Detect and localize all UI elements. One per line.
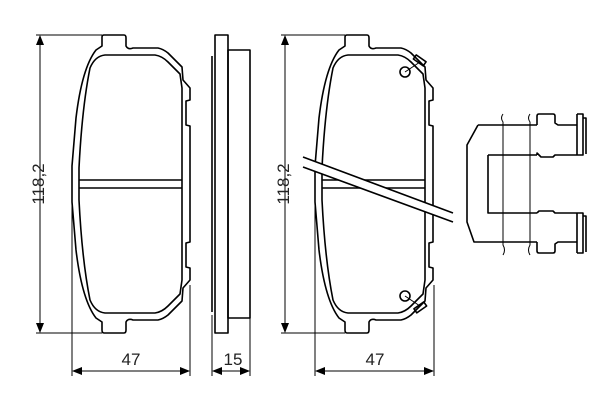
right-pad-front-view bbox=[302, 34, 454, 334]
clip-top bbox=[399, 54, 427, 78]
thickness-label: 15 bbox=[224, 350, 243, 369]
thickness-dimension: 15 bbox=[211, 315, 251, 376]
wear-indicator-wire bbox=[302, 156, 454, 223]
left-width-label: 47 bbox=[122, 350, 141, 369]
left-height-label: 118,2 bbox=[29, 163, 48, 204]
right-width-dimension: 47 bbox=[314, 200, 435, 376]
right-height-dimension: 118,2 bbox=[274, 34, 345, 334]
left-pad-front-view bbox=[71, 34, 191, 334]
pad-side-view bbox=[211, 34, 251, 334]
clip-bottom bbox=[399, 290, 428, 314]
retaining-clip bbox=[466, 113, 587, 256]
right-width-label: 47 bbox=[366, 350, 385, 369]
left-width-dimension: 47 bbox=[71, 200, 191, 376]
left-height-dimension: 118,2 bbox=[29, 34, 102, 334]
right-height-label: 118,2 bbox=[274, 163, 293, 204]
